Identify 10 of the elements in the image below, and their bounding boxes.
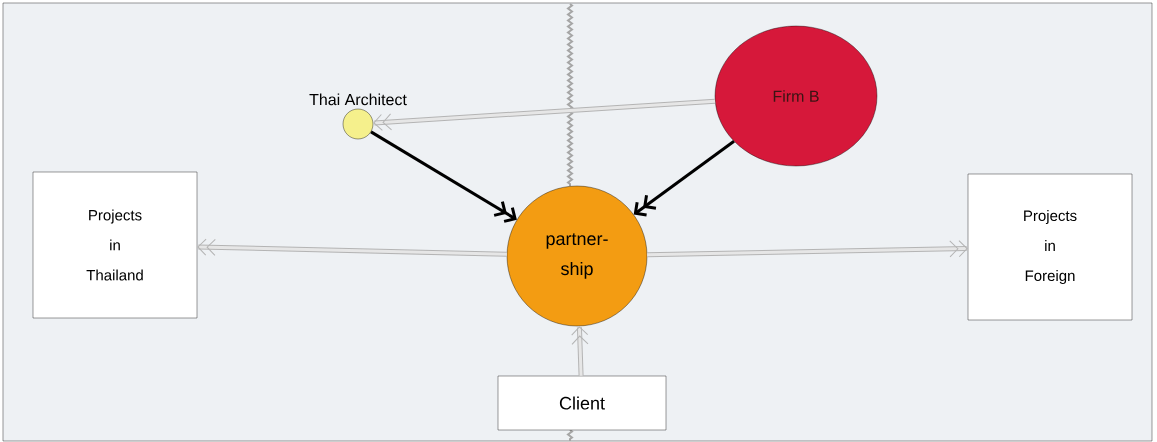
arrow <box>197 238 507 257</box>
node-label: Thai Architect <box>309 93 407 106</box>
arrow <box>571 326 589 376</box>
arrow <box>373 98 716 131</box>
arrow <box>370 130 517 223</box>
project-box: Projects in Foreign <box>967 173 1133 321</box>
project-box: Projects in Thailand <box>32 171 198 319</box>
arrow <box>633 140 735 217</box>
client-box: Client <box>497 375 667 431</box>
arrow <box>647 240 968 258</box>
